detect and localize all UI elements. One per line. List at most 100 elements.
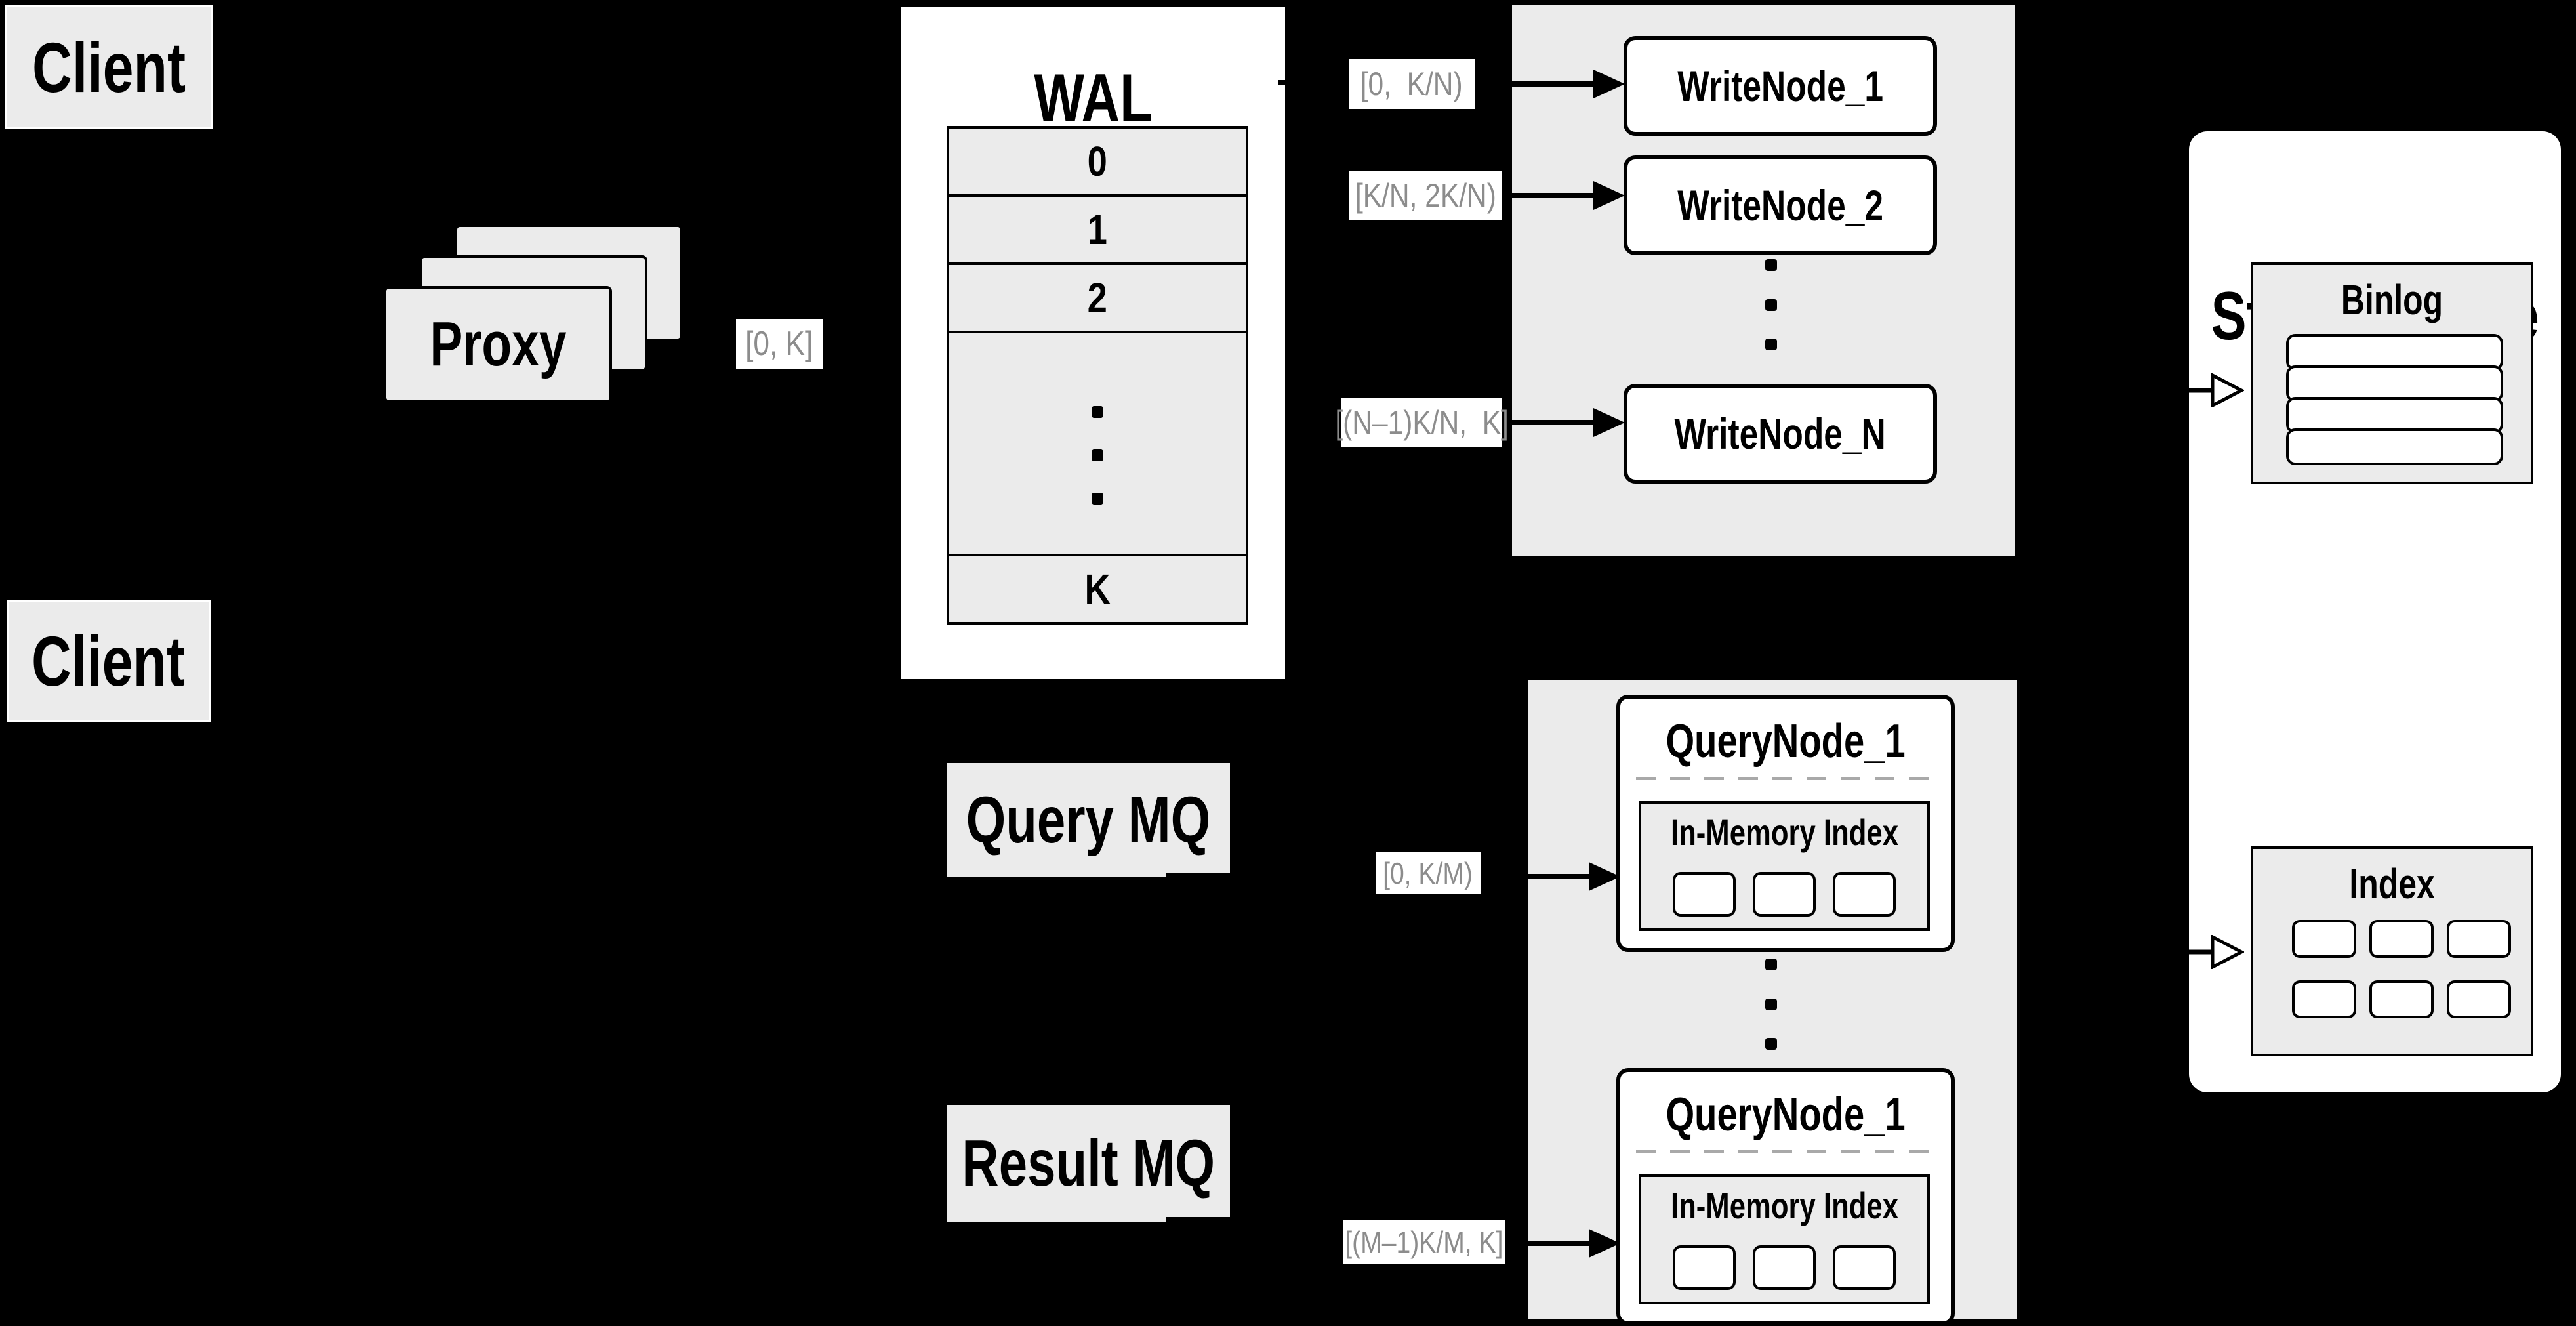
index-title: Index	[2253, 854, 2531, 913]
proxy-range-text: [0, K]	[745, 325, 813, 363]
result-mq-node: Result MQ	[947, 1105, 1230, 1222]
proxy-label: Proxy	[429, 309, 567, 379]
wal-range-2-text: [K/N, 2K/N)	[1355, 177, 1496, 214]
ellipsis-dot	[1092, 406, 1103, 418]
index-segment-cell	[1673, 872, 1736, 917]
arrow-shaft	[1528, 874, 1591, 879]
arrow-to-binlog	[2189, 373, 2244, 407]
arrowhead-icon	[1589, 862, 1620, 891]
dashed-divider	[1636, 777, 1935, 780]
wal-row-1: 1	[949, 194, 1246, 262]
in-memory-index-2-title: In-Memory Index	[1641, 1182, 1927, 1228]
wal-row-0-text: 0	[1087, 138, 1108, 185]
arrowhead-icon	[1593, 408, 1625, 437]
wal-row-2-text: 2	[1087, 274, 1108, 321]
client-top-label: Client	[32, 28, 186, 107]
in-memory-index-2-text: In-Memory Index	[1670, 1184, 1898, 1226]
query-range-tag-1: [0, K/M)	[1376, 852, 1481, 894]
index-box: Index	[2251, 846, 2533, 1056]
ellipsis-dot	[1765, 339, 1777, 350]
index-segment-cell	[1753, 1245, 1816, 1290]
binlog-row	[2286, 428, 2503, 465]
write-node-ellipsis	[1765, 259, 1777, 350]
query-range-tag-2: [(M–1)K/M, K]	[1343, 1220, 1505, 1264]
query-mq-label: Query MQ	[966, 783, 1211, 857]
wal-out-connector	[1278, 80, 1295, 85]
wal-range-tag-2: [K/N, 2K/N)	[1349, 171, 1502, 220]
index-file-cell	[2369, 980, 2434, 1018]
query-node-1-title-text: QueryNode_1	[1666, 715, 1906, 768]
wal-row-k-text: K	[1084, 566, 1111, 613]
query-mq-node: Query MQ	[947, 763, 1230, 877]
arrow-to-query-node-1	[1528, 862, 1620, 891]
wal-box: WAL 0 1 2 K	[898, 3, 1288, 682]
in-memory-index-1: In-Memory Index	[1639, 801, 1930, 931]
query-node-2: QueryNode_1 In-Memory Index	[1616, 1068, 1955, 1325]
index-file-cell	[2292, 920, 2356, 958]
index-file-cell	[2369, 920, 2434, 958]
query-mq-out-connector	[1166, 873, 1235, 877]
index-segment-cell	[1833, 872, 1896, 917]
arrowhead-icon	[1593, 181, 1625, 210]
open-arrowhead-icon	[2211, 935, 2244, 969]
wal-ellipsis	[1092, 406, 1103, 505]
dashed-divider	[1636, 1150, 1935, 1153]
wal-range-3-text: [(N–1)K/N, K]	[1335, 404, 1509, 441]
store-engine-box: Store Engine Binlog Index	[2189, 131, 2561, 1092]
write-node-2-label: WriteNode_2	[1677, 181, 1883, 230]
wal-range-1-text: [0, K/N)	[1360, 66, 1463, 102]
client-bottom-label: Client	[31, 621, 186, 701]
binlog-box: Binlog	[2251, 262, 2533, 484]
query-range-1-text: [0, K/M)	[1383, 856, 1473, 890]
write-node-n: WriteNode_N	[1624, 384, 1937, 484]
arrow-shaft	[1528, 1241, 1591, 1246]
wal-row-k: K	[949, 554, 1246, 622]
query-range-2-text: [(M–1)K/M, K]	[1345, 1225, 1503, 1259]
wal-segment-table: 0 1 2 K	[947, 126, 1248, 625]
wal-row-ellipsis	[949, 331, 1246, 554]
index-segment-cell	[1753, 872, 1816, 917]
ellipsis-dot	[1092, 449, 1103, 461]
index-segment-cell	[1833, 1245, 1896, 1290]
proxy-node: Proxy	[384, 286, 612, 403]
client-top-node: Client	[5, 5, 213, 129]
wal-range-tag-3: [(N–1)K/N, K]	[1335, 398, 1509, 447]
index-file-cell	[2447, 920, 2511, 958]
write-node-1-label: WriteNode_1	[1677, 62, 1883, 110]
binlog-title-text: Binlog	[2341, 276, 2443, 323]
ellipsis-dot	[1765, 299, 1777, 311]
arrowhead-icon	[1589, 1229, 1620, 1258]
wal-row-0: 0	[949, 129, 1246, 194]
in-memory-index-1-text: In-Memory Index	[1670, 811, 1898, 853]
ellipsis-dot	[1092, 493, 1103, 505]
wal-title: WAL	[901, 52, 1285, 144]
ellipsis-dot	[1765, 259, 1777, 271]
arrow-to-index	[2189, 935, 2244, 969]
query-node-2-title-text: QueryNode_1	[1666, 1088, 1906, 1141]
index-file-cell	[2292, 980, 2356, 1018]
open-arrowhead-icon	[2211, 373, 2244, 407]
query-node-1-title: QueryNode_1	[1620, 712, 1951, 771]
arrow-to-query-node-2	[1528, 1229, 1620, 1258]
ellipsis-dot	[1765, 998, 1777, 1010]
query-node-ellipsis	[1765, 959, 1777, 1050]
arrow-to-write-node-n	[1512, 408, 1625, 437]
arrow-shaft	[1512, 420, 1596, 425]
arrow-shaft	[1512, 81, 1596, 87]
write-node-2: WriteNode_2	[1624, 155, 1937, 255]
client-bottom-node: Client	[7, 600, 211, 722]
ellipsis-dot	[1765, 1038, 1777, 1050]
wal-row-2: 2	[949, 262, 1246, 331]
arrow-shaft	[1512, 193, 1596, 198]
write-node-1: WriteNode_1	[1624, 36, 1937, 136]
result-mq-label: Result MQ	[962, 1126, 1215, 1200]
wal-row-1-text: 1	[1087, 206, 1108, 253]
write-node-n-label: WriteNode_N	[1674, 409, 1887, 458]
proxy-range-tag: [0, K]	[736, 319, 823, 369]
index-title-text: Index	[2349, 860, 2435, 907]
index-file-cell	[2447, 980, 2511, 1018]
arrowhead-icon	[1593, 70, 1625, 98]
in-memory-index-2: In-Memory Index	[1639, 1174, 1930, 1304]
wal-range-tag-1: [0, K/N)	[1349, 59, 1475, 109]
